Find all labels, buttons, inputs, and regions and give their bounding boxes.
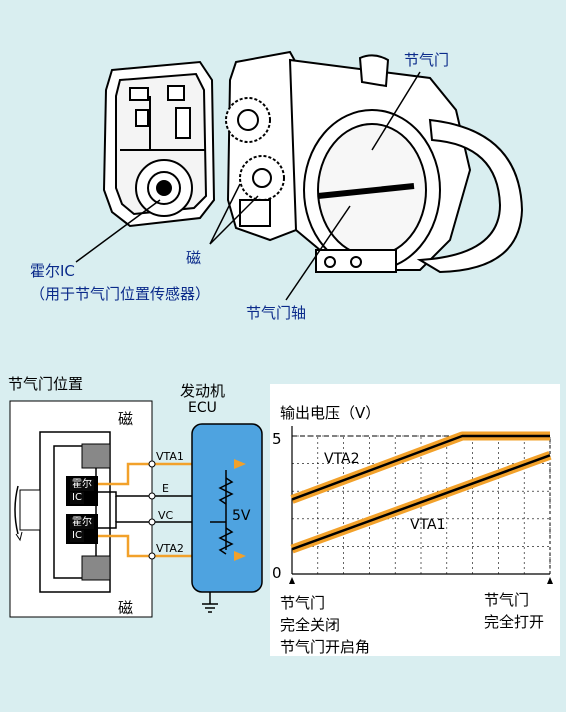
series-line-vta2 (291, 434, 550, 501)
hall-ic-1-label-b: IC (70, 492, 84, 504)
hall-ic-1-label-a: 霍尔 (70, 479, 94, 491)
x-right-label-2: 完全打开 (484, 613, 545, 631)
series-label-vta1: VTA1 (410, 517, 446, 533)
hall-ic-2-label-b: IC (70, 530, 84, 542)
ecu-internal (210, 470, 234, 555)
signal-wires (98, 462, 240, 558)
signal-arrows (234, 459, 246, 561)
throttle-body (225, 50, 524, 274)
terminal-vc: VC (158, 509, 174, 522)
terminals (148, 460, 156, 560)
sensor-title: 节气门位置 (8, 375, 84, 393)
throttle-body-illustration (75, 50, 524, 301)
ecu-title-2: ECU (188, 400, 217, 416)
terminal-vta2: VTA2 (156, 542, 184, 555)
x-left-label-1: 节气门 (280, 594, 326, 612)
x-min-arrow (289, 577, 295, 584)
magnet-bottom (81, 555, 111, 581)
x-left-label-2: 完全关闭 (280, 616, 341, 634)
hall-ic-callout: 霍尔IC (30, 262, 75, 280)
leader-lines (75, 71, 421, 301)
terminal-e: E (162, 482, 169, 495)
magnet-bottom-label: 磁 (118, 599, 134, 617)
hall-ic-2-label-a: 霍尔 (70, 517, 94, 529)
magnet-callout: 磁 (186, 249, 202, 267)
rotor-shaft (19, 489, 41, 531)
sensor-cover (102, 60, 216, 228)
ytick-0: 0 (272, 564, 282, 582)
ecu-box (191, 423, 263, 593)
chart-xlabel: 节气门开启角 (280, 638, 371, 656)
x-right-label-1: 节气门 (484, 591, 530, 609)
ytick-5: 5 (272, 430, 282, 448)
throttle-valve-callout: 节气门 (404, 51, 450, 69)
series-label-vta2: VTA2 (324, 451, 360, 467)
terminal-vta1: VTA1 (156, 450, 184, 463)
supply-voltage: 5V (232, 508, 251, 524)
x-max-arrow (547, 577, 553, 584)
chart-panel (270, 384, 560, 656)
hall-ic-callout-sub: （用于节气门位置传感器） (30, 285, 211, 303)
series-line-vta1 (291, 454, 551, 551)
throttle-shaft-callout: 节气门轴 (246, 304, 307, 322)
magnet-top (81, 443, 111, 469)
chart-ylabel: 输出电压（V） (280, 404, 381, 422)
magnet-top-label: 磁 (118, 410, 134, 428)
ecu-title-1: 发动机 (180, 382, 226, 400)
